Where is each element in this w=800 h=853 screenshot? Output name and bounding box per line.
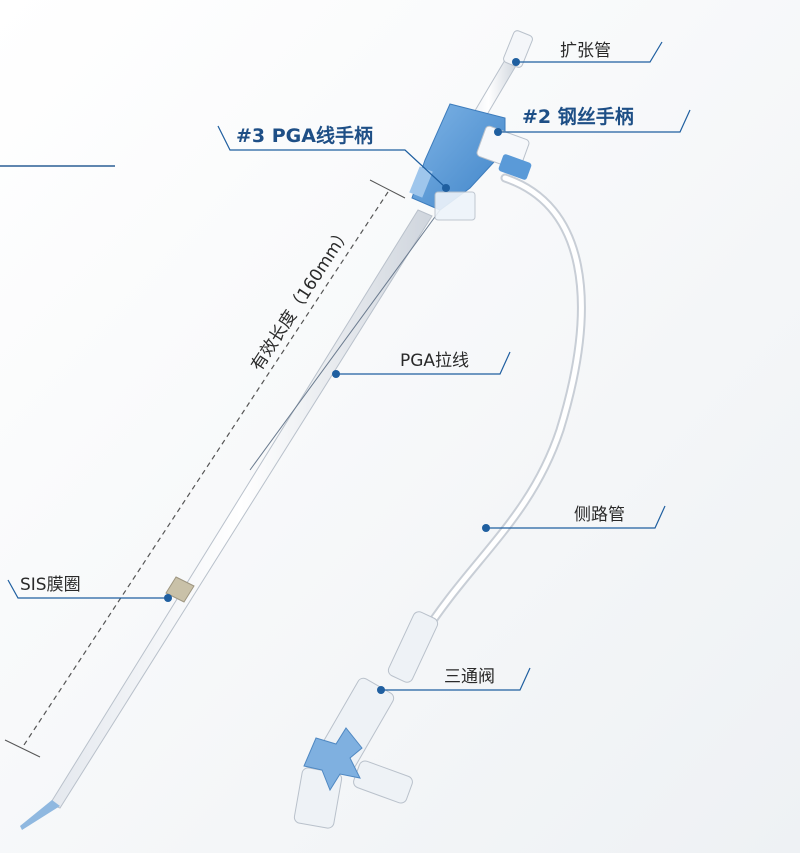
sheath-shaft — [20, 209, 441, 830]
leaders — [7, 41, 691, 691]
label-wire-handle: #2 钢丝手柄 — [522, 105, 634, 128]
sis-ring — [165, 576, 195, 603]
handle-clip — [434, 191, 476, 221]
label-dilator: 扩张管 — [560, 41, 611, 61]
stopcock — [293, 611, 439, 829]
label-stopcock: 三通阀 — [444, 667, 495, 687]
leader-dots — [164, 58, 520, 694]
label-sis-ring: SIS膜圈 — [20, 575, 81, 595]
side-tube — [415, 173, 586, 645]
label-pga-handle: #3 PGA线手柄 — [236, 124, 373, 147]
length-dimension — [4, 179, 406, 758]
wire-handle — [476, 125, 532, 180]
label-side-tube: 侧路管 — [574, 505, 625, 525]
sheath-tip — [20, 800, 60, 830]
label-pga-thread: PGA拉线 — [400, 351, 469, 371]
